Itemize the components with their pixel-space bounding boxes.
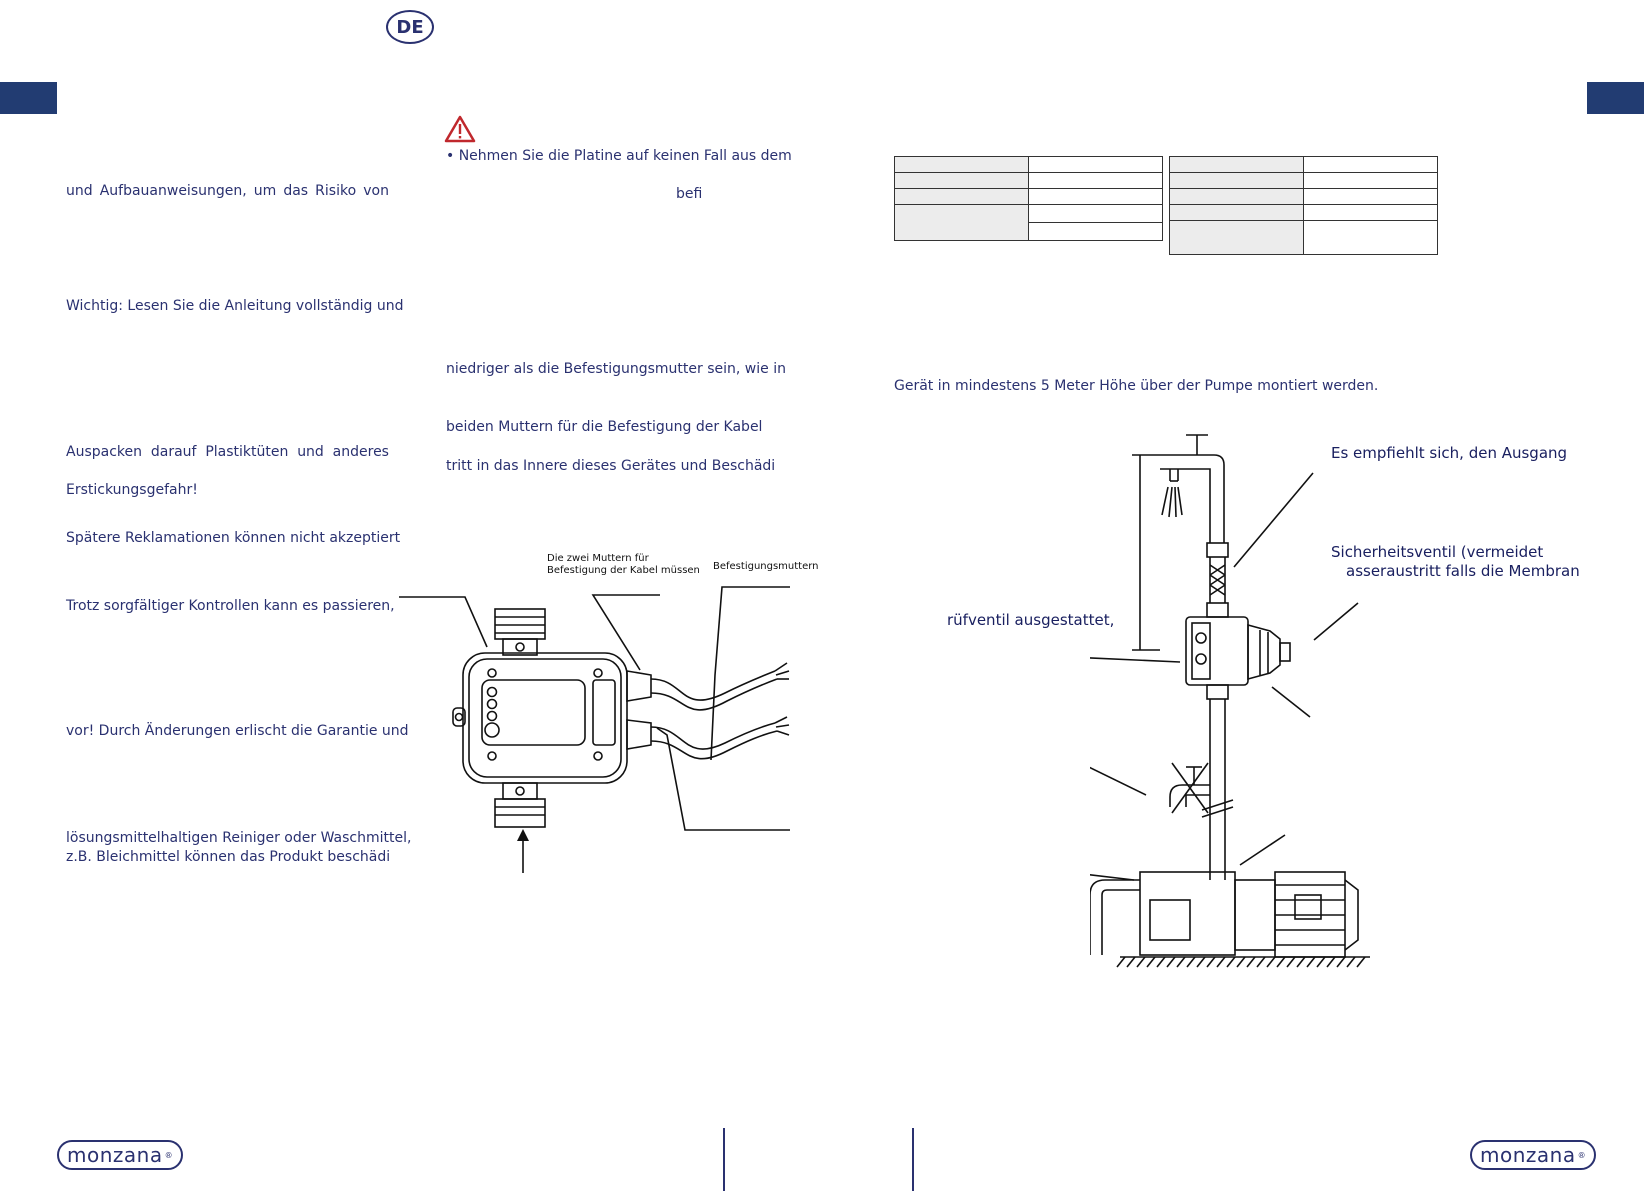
word: anderes [332, 444, 389, 460]
brand-name: monzana [67, 1143, 163, 1167]
installation-diagram [1090, 434, 1370, 968]
label-safety-valve-2: asseraustritt falls die Membran [1346, 562, 1580, 580]
spec-table-right [1169, 156, 1438, 255]
spec-table-left [894, 156, 1163, 241]
language-badge: DE [386, 10, 434, 44]
label-outlet: Es empfiehlt sich, den Ausgang [1331, 444, 1568, 462]
left-line-1: und Aufbauanweisungen, um das Risiko von [66, 182, 389, 200]
left-line-3: Auspacken darauf Plastiktüten und andere… [66, 443, 389, 461]
word: Plastiktüten [205, 444, 289, 460]
text-fragment: befi [676, 186, 703, 202]
label-check-valve: rüfventil ausgestattet, [947, 611, 1115, 629]
word: um [253, 183, 277, 199]
label-cable-nuts: Die zwei Muttern für Befestigung der Kab… [547, 553, 700, 576]
page-divider-2 [912, 1128, 914, 1191]
middle-line-1: niedriger als die Befestigungsmutter sei… [446, 361, 786, 377]
word: darauf [150, 444, 197, 460]
word: und [297, 444, 324, 460]
height-note: Gerät in mindestens 5 Meter Höhe über de… [894, 378, 1379, 394]
right-edge-tab [1587, 82, 1644, 114]
left-line-7: vor! Durch Änderungen erlischt die Garan… [66, 723, 409, 739]
word: Auspacken [66, 444, 143, 460]
word: und [66, 183, 93, 199]
registered-mark: ® [1577, 1150, 1587, 1160]
pressure-controller-diagram [399, 586, 790, 873]
left-line-8: lösungsmittelhaltigen Reiniger oder Wasc… [66, 830, 412, 846]
middle-line-3: tritt in das Innere dieses Gerätes und B… [446, 458, 776, 474]
registered-mark: ® [164, 1150, 174, 1160]
brand-name: monzana [1480, 1143, 1576, 1167]
warning-triangle-icon [444, 115, 476, 143]
left-line-9: z.B. Bleichmittel können das Produkt bes… [66, 849, 391, 865]
word: Aufbauanweisungen, [99, 183, 247, 199]
label-fastening-nuts: Befestigungsmuttern [713, 561, 819, 572]
left-line-2: Wichtig: Lesen Sie die Anleitung vollstä… [66, 298, 404, 314]
word: von [363, 183, 389, 199]
word: das [283, 183, 309, 199]
brand-logo-left: monzana® [57, 1140, 184, 1170]
left-line-6: Trotz sorgfältiger Kontrollen kann es pa… [66, 598, 395, 614]
label-safety-valve-1: Sicherheitsventil (vermeidet [1331, 543, 1544, 561]
left-line-4: Erstickungsgefahr! [66, 482, 198, 498]
left-edge-tab [0, 82, 57, 114]
left-line-5: Spätere Reklamationen können nicht akzep… [66, 530, 401, 546]
middle-line-2: beiden Muttern für die Befestigung der K… [446, 419, 763, 435]
page-divider-1 [723, 1128, 725, 1191]
bullet-line: • Nehmen Sie die Platine auf keinen Fall… [446, 148, 792, 164]
word: Risiko [315, 183, 357, 199]
brand-logo-right: monzana® [1470, 1140, 1597, 1170]
